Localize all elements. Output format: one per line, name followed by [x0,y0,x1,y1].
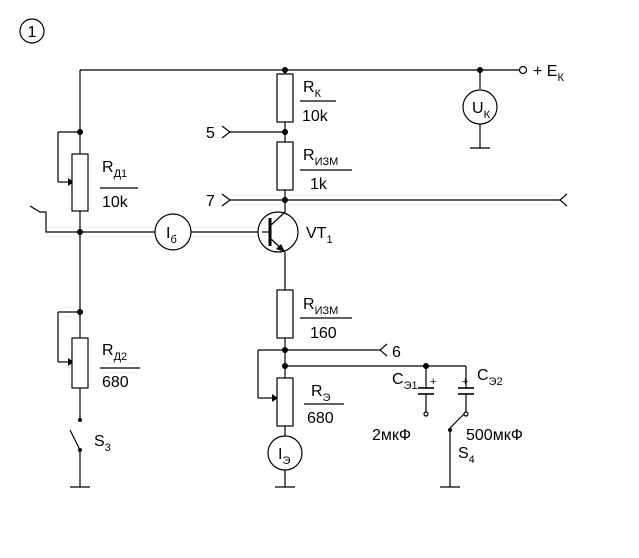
ce1-value: 2мкФ [372,427,411,444]
switch-s3-blade [69,429,81,451]
resistor-rd1 [71,153,89,212]
rizm2-name: RИЗМ [303,296,338,317]
s3-label: S3 [94,433,111,454]
ce2-plus: + [462,376,468,388]
junction-dot [77,309,83,315]
junction-dot [77,229,83,235]
junction-dot [282,67,288,73]
terminal-6-label: 6 [392,344,401,361]
supply-terminal [518,65,528,75]
diagram-number-badge: 1 [19,18,45,44]
rizm2-value: 160 [310,325,337,342]
rizm1-name: RИЗМ [303,147,338,168]
junction-dot [477,67,483,73]
s4-label: S4 [458,445,475,466]
ib-label: Iб [166,225,177,246]
terminal-7-end [559,193,568,207]
s3-gap [76,418,84,452]
ce1-plus: + [430,376,436,388]
rd2-value: 680 [102,374,129,391]
supply-label: + EК [533,63,564,84]
resistor-rk [276,73,294,123]
rd2-wiper-arrow [68,358,74,366]
rk-name: RК [303,79,322,100]
rd1-wiper-arrow [68,178,74,186]
switch-s4-blade [449,413,465,429]
s4-contact-1 [423,411,429,417]
ce1-name: CЭ1 [392,371,418,392]
voltmeter-label: UК [472,100,491,121]
s3-contact [78,418,82,422]
transistor-vt1 [257,211,299,253]
diagram-number: 1 [28,24,37,41]
rizm1-value: 1k [310,176,328,193]
input-stub [29,205,80,233]
resistor-rd2 [71,337,89,389]
terminal-7-arrow [221,193,231,207]
resistor-rizm2 [276,289,294,339]
resistor-re [276,377,294,427]
re-wiper-arrow [272,394,278,402]
ie-label: IЭ [278,446,290,467]
ce2-value: 500мкФ [466,427,523,444]
s4-contact-2 [463,411,469,417]
resistor-rizm1 [276,141,294,191]
terminal-5-label: 5 [206,125,215,142]
re-value: 680 [307,410,334,427]
terminal-5-arrow [221,125,231,139]
terminal-7-label: 7 [206,193,215,210]
rd2-name: RД2 [102,342,127,363]
rd1-value: 10k [102,194,129,211]
emitter-arrow [276,244,285,252]
ce2-name: CЭ2 [477,367,503,388]
rk-value: 10k [302,108,329,125]
junction-dot [77,129,83,135]
transistor-collector [269,211,286,227]
rd1-name: RД1 [102,159,127,180]
re-name: RЭ [311,383,331,404]
terminal-6-arrow [379,343,388,357]
vt1-label: VT1 [306,225,333,246]
